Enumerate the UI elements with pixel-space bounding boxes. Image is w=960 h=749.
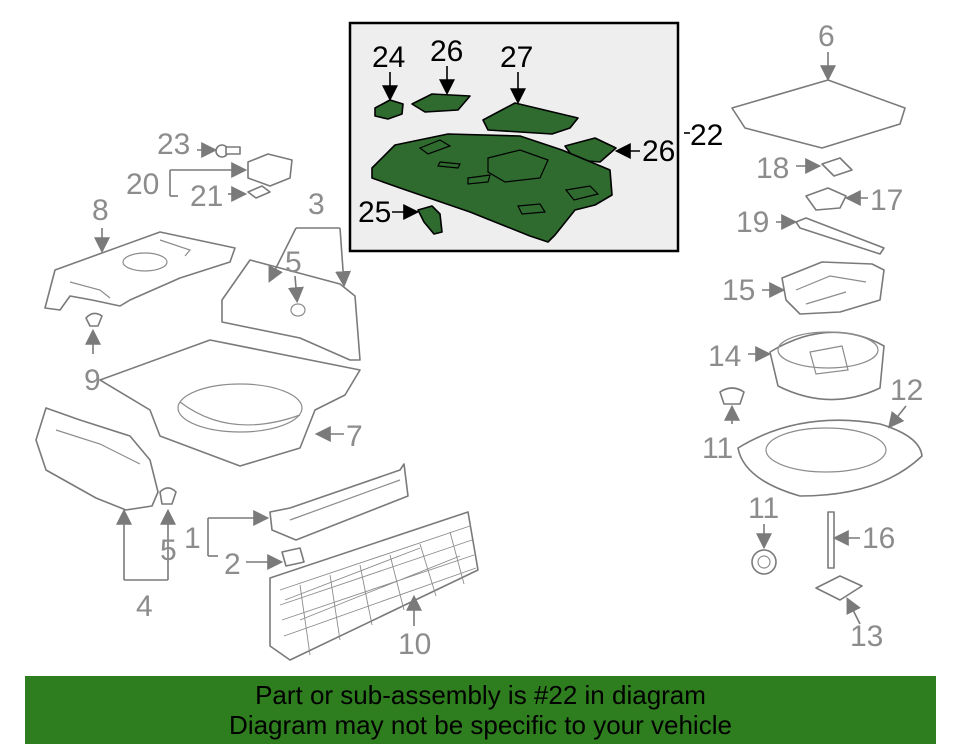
part-9-pushpin[interactable] [85, 312, 103, 327]
part-15-jack[interactable] [781, 261, 885, 315]
part-5-pushpin[interactable] [159, 487, 177, 505]
part-10-cargo-net[interactable] [269, 511, 479, 661]
part-19-jack-handle[interactable] [795, 217, 885, 255]
callout-3: 3 [308, 188, 325, 221]
banner-line-1: Part or sub-assembly is #22 in diagram [255, 680, 706, 710]
callout-15: 15 [722, 274, 755, 307]
part-11-plug-top[interactable] [719, 387, 745, 405]
part-6-load-floor[interactable] [731, 79, 906, 149]
part-11-plug-bottom[interactable] [751, 549, 777, 575]
part-13-nut[interactable] [815, 575, 863, 601]
part-2-clip[interactable] [281, 547, 305, 567]
callout-11-top: 11 [702, 432, 733, 465]
part-18-bracket[interactable] [821, 157, 853, 177]
callout-26-top: 26 [430, 35, 463, 68]
callout-21: 21 [190, 180, 223, 213]
callout-10: 10 [398, 628, 431, 661]
callout-6: 6 [818, 20, 835, 53]
part-7-trunk-floor[interactable] [99, 339, 361, 467]
callout-12: 12 [890, 374, 923, 407]
callout-19: 19 [736, 206, 769, 239]
callout-4: 4 [136, 590, 153, 623]
part-16-hold-down-bolt[interactable] [827, 511, 835, 569]
callout-1: 1 [184, 522, 201, 555]
part-14-tool-tray[interactable] [769, 331, 885, 401]
callout-8: 8 [92, 194, 109, 227]
callout-13: 13 [850, 620, 883, 653]
callout-25: 25 [358, 196, 391, 229]
info-banner: Part or sub-assembly is #22 in diagram D… [25, 676, 936, 744]
callout-2: 2 [224, 548, 241, 581]
inset-panel-22: 24 26 27 26 22 25 [348, 21, 723, 253]
part-21-clip[interactable] [247, 185, 271, 199]
part-1-sill-plate[interactable] [269, 463, 409, 541]
part-8-rear-panel[interactable] [44, 231, 236, 311]
callout-5-bottom: 5 [160, 534, 177, 567]
callout-27: 27 [500, 41, 533, 74]
callout-24: 24 [372, 41, 405, 74]
callout-17: 17 [870, 184, 903, 217]
callout-26-right: 26 [642, 135, 675, 168]
callout-16: 16 [862, 522, 895, 555]
part-23-bolt[interactable] [215, 144, 241, 158]
callout-14: 14 [708, 340, 741, 373]
callout-18: 18 [756, 152, 789, 185]
part-20-bracket[interactable] [247, 153, 293, 187]
part-26-cover-left[interactable] [411, 93, 471, 113]
part-12-spare-well[interactable] [737, 419, 923, 497]
banner-line-2: Diagram may not be specific to your vehi… [229, 710, 732, 740]
part-17-clip[interactable] [805, 187, 847, 211]
callout-9: 9 [84, 364, 101, 397]
callout-23: 23 [157, 128, 190, 161]
callout-20: 20 [126, 168, 159, 201]
callout-22: 22 [690, 119, 723, 152]
part-22-package-shelf[interactable] [371, 133, 613, 243]
part-25-bracket[interactable] [417, 205, 443, 235]
part-4-left-trim[interactable] [35, 407, 159, 511]
callout-7: 7 [346, 420, 363, 453]
callout-11-bottom: 11 [748, 492, 779, 525]
callout-5-top: 5 [285, 246, 302, 279]
